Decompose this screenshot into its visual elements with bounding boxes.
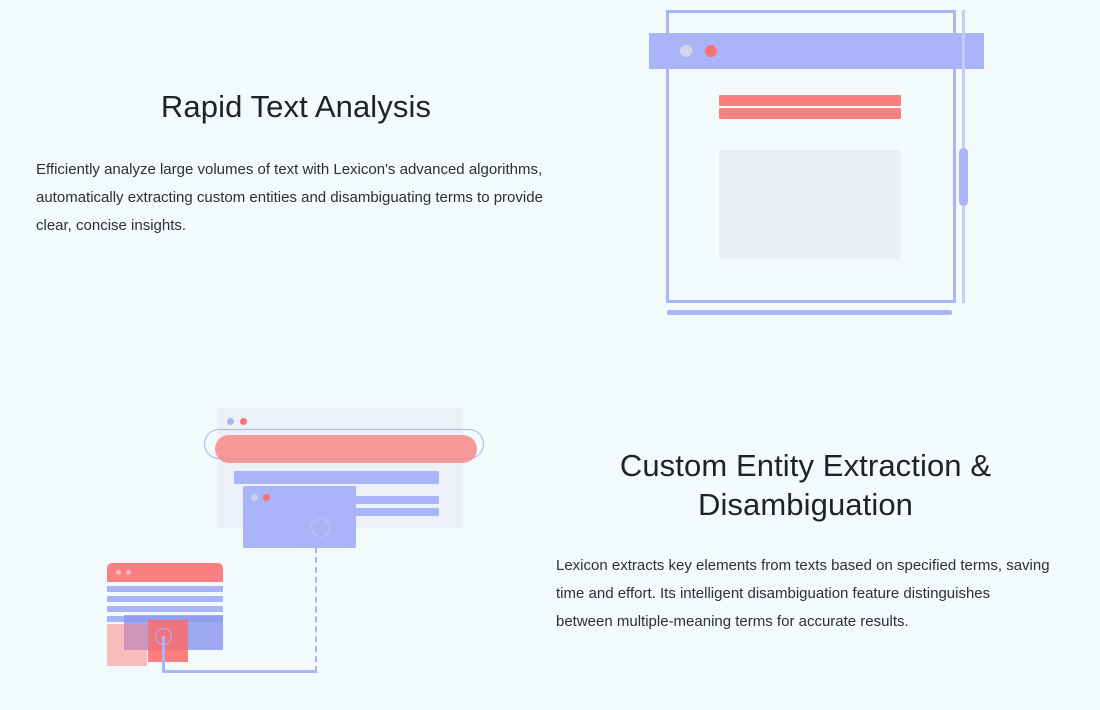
- connector-dashed: [315, 547, 317, 672]
- feature-block-rapid-text-analysis: Rapid Text Analysis Efficiently analyze …: [36, 88, 596, 240]
- result-bar-wide: [234, 471, 439, 484]
- entity-extraction-illustration: [100, 400, 500, 690]
- document-dot-2-icon: [126, 570, 131, 575]
- connector-horizontal: [162, 670, 317, 673]
- window-frame: [666, 10, 956, 303]
- browser-window-illustration: [640, 0, 984, 330]
- panel-dot-red-icon: [240, 418, 247, 425]
- panel-dot-blue-icon: [227, 418, 234, 425]
- result-bar-side-1: [351, 496, 439, 504]
- feature-body: Lexicon extracts key elements from texts…: [556, 556, 1050, 630]
- media-card-dot-red-icon: [263, 494, 270, 501]
- media-card-dot-gray-icon: [251, 494, 258, 501]
- result-bar-side-2: [351, 508, 439, 516]
- feature-heading: Custom Entity Extraction & Disambiguatio…: [619, 448, 992, 522]
- feature-body: Efficiently analyze large volumes of tex…: [36, 160, 543, 234]
- base-bar: [667, 310, 952, 315]
- media-card-circle-icon: [311, 518, 330, 537]
- document-line-1: [107, 586, 223, 592]
- document-line-3: [107, 606, 223, 612]
- content-placeholder-box: [719, 150, 901, 259]
- minimize-dot-icon: [680, 45, 692, 57]
- document-header: [107, 563, 223, 582]
- feature-block-custom-entity-extraction: Custom Entity Extraction & Disambiguatio…: [548, 447, 1068, 636]
- media-card: [243, 486, 356, 548]
- title-bar: [649, 33, 984, 69]
- connector-vertical: [162, 636, 165, 672]
- headline-bar-1: [719, 95, 901, 106]
- headline-bar-2: [719, 108, 901, 119]
- search-pill-highlight: [215, 435, 477, 463]
- highlight-rect-pink: [107, 624, 147, 666]
- document-line-2: [107, 596, 223, 602]
- scrollbar-thumb[interactable]: [959, 148, 968, 206]
- feature-heading: Rapid Text Analysis: [160, 89, 432, 124]
- document-dot-1-icon: [116, 570, 121, 575]
- close-dot-icon: [705, 45, 717, 57]
